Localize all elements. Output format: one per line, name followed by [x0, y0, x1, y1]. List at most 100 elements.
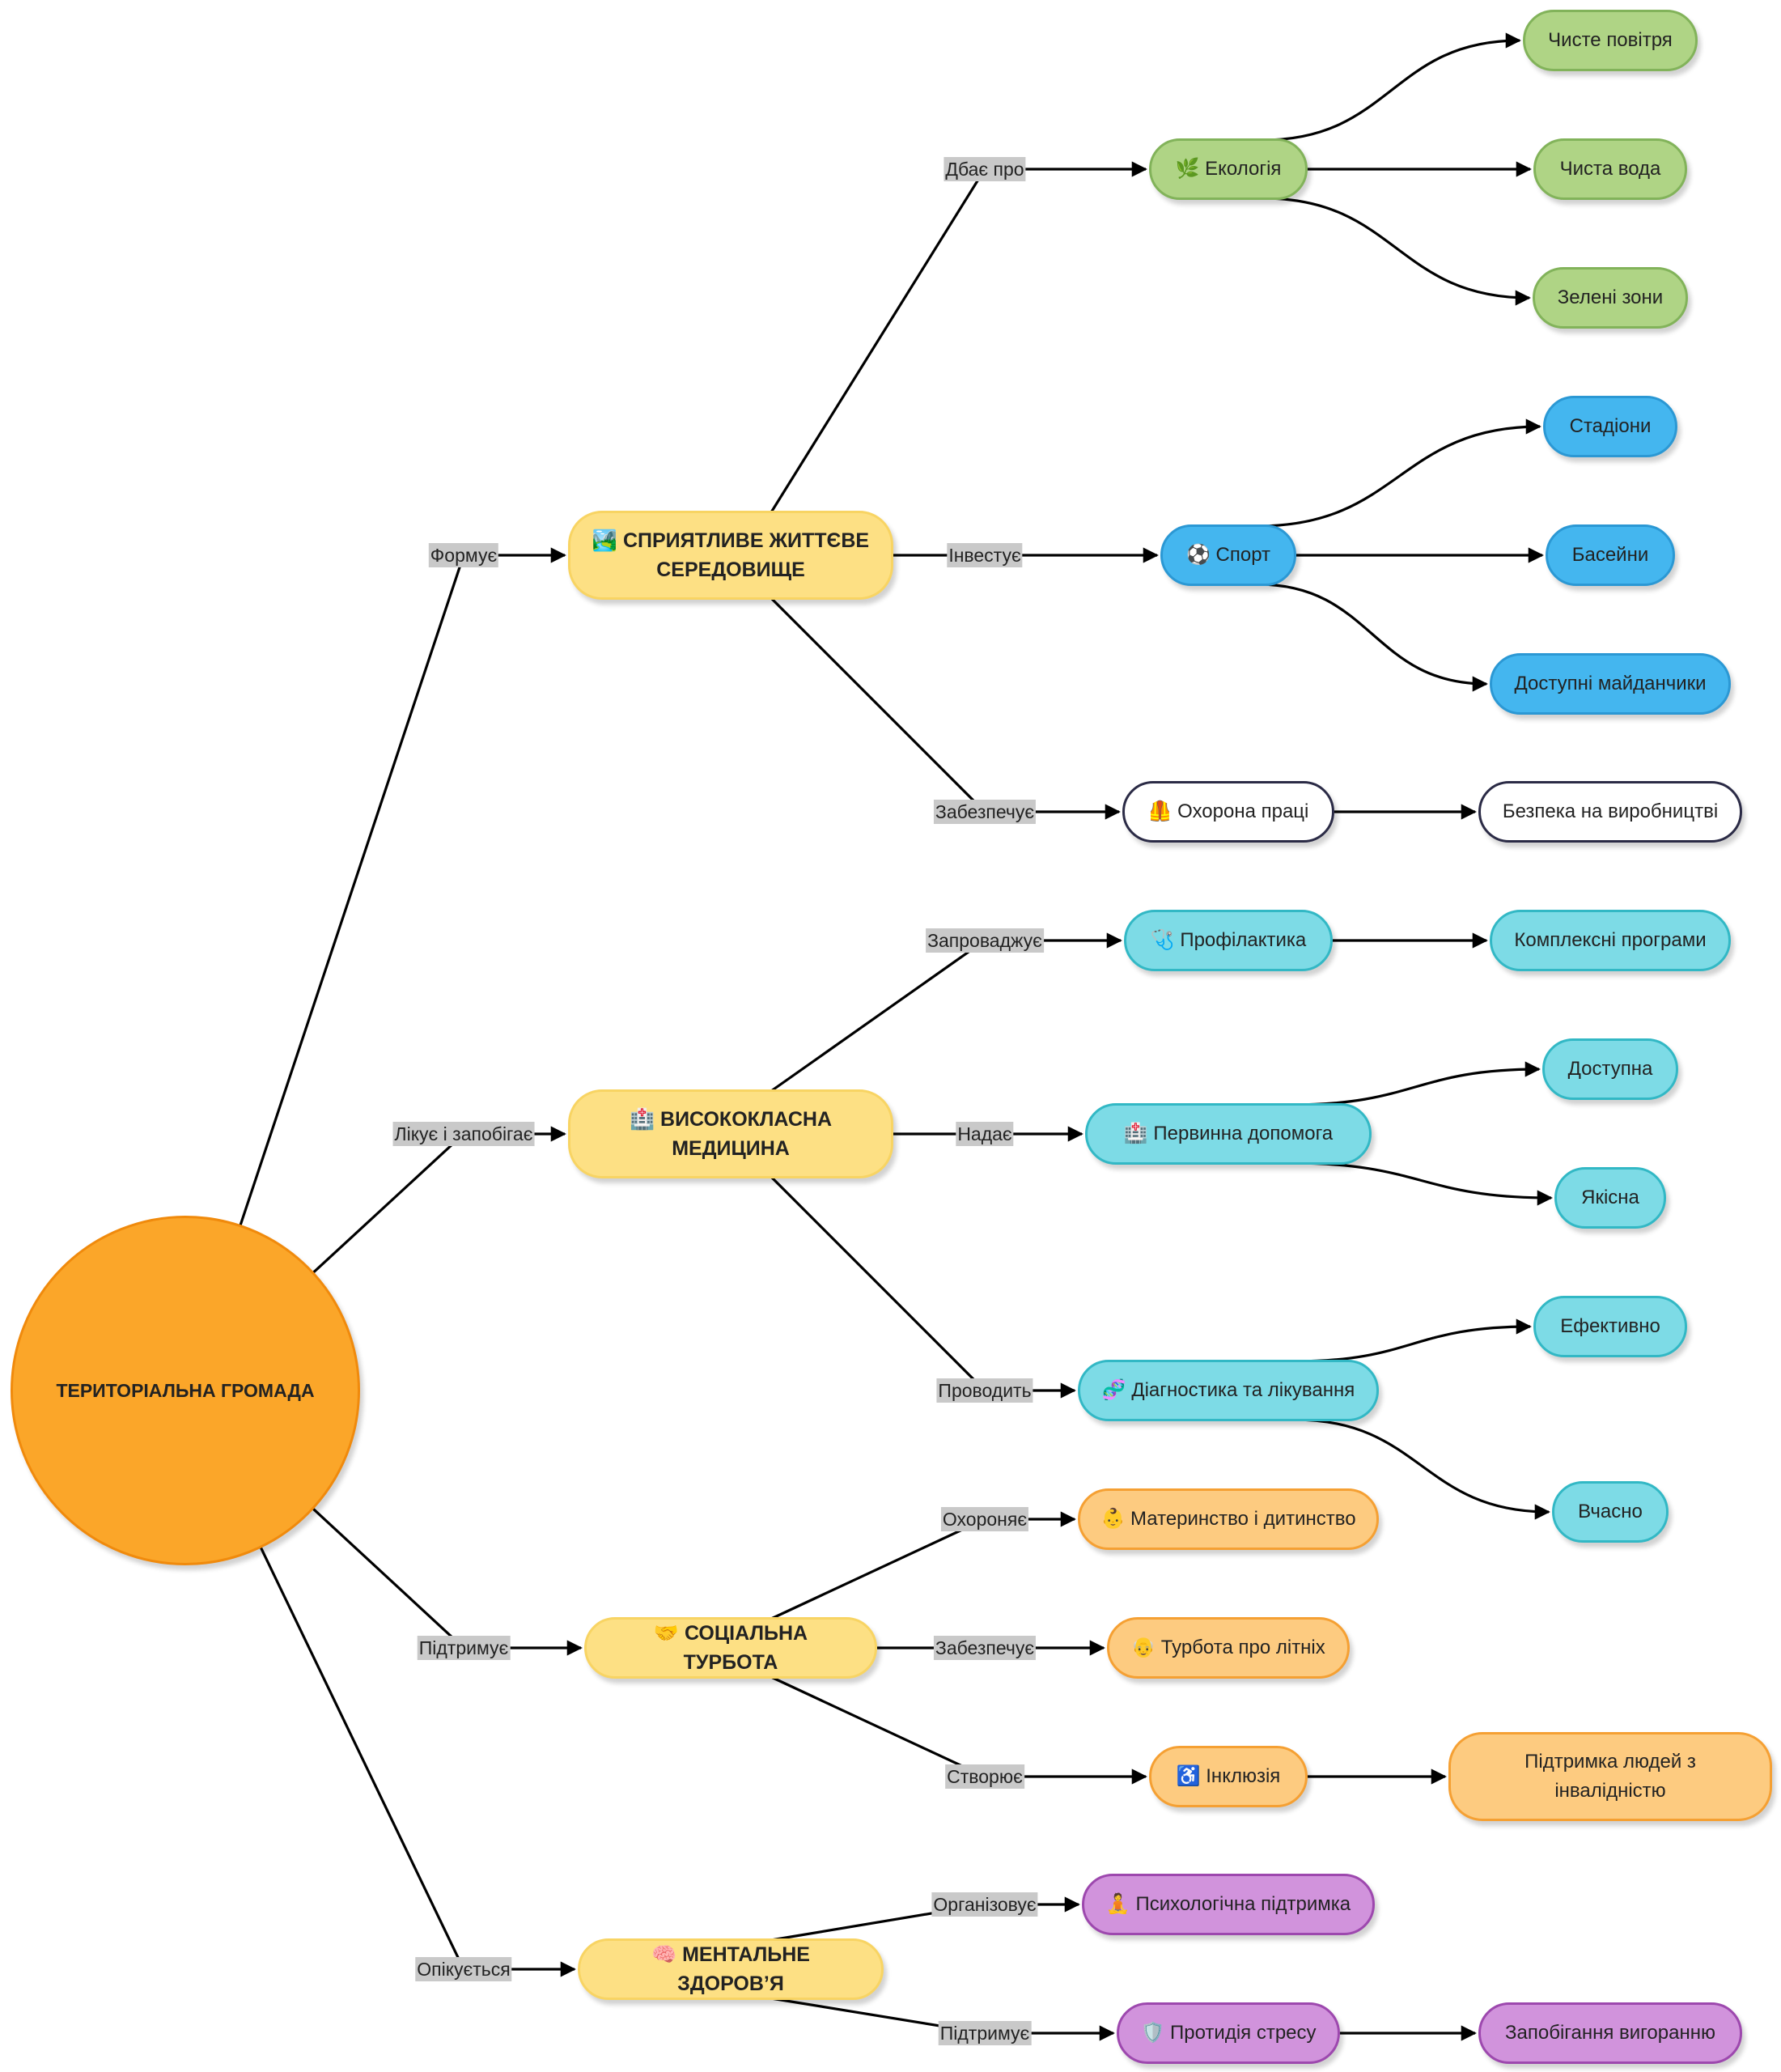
leaf-sport-0[interactable]: Стадіони	[1543, 396, 1677, 457]
edge-leaf-ecology-0	[1263, 32, 1521, 142]
leaf-ecology-2-text: Зелені зони	[1558, 283, 1663, 312]
edge-label-mental: Опікується	[415, 1957, 512, 1981]
leaf-ecology-1-text: Чиста вода	[1560, 155, 1661, 184]
category-med-icon: 🏥	[629, 1108, 661, 1131]
edge-leaf-primary-1	[1291, 1161, 1553, 1206]
edge-label-sport: Інвестує	[947, 543, 1023, 567]
node-prevention-label: Профілактика	[1180, 929, 1307, 951]
leaf-stress-0[interactable]: Запобігання вигоранню	[1478, 2002, 1742, 2064]
leaf-labor-0-label: Безпека на виробництві	[1502, 800, 1719, 822]
edge-prevention	[770, 932, 1122, 1093]
node-psych[interactable]: 🧘 Психологічна підтримка	[1082, 1874, 1375, 1935]
category-mental[interactable]: 🧠 МЕНТАЛЬНЕ ЗДОРОВ’Я	[578, 1938, 884, 2000]
node-inclusion[interactable]: ♿ Інклюзія	[1149, 1746, 1308, 1807]
node-primary[interactable]: 🏥 Первинна допомога	[1085, 1103, 1372, 1165]
node-sport[interactable]: ⚽ Спорт	[1160, 524, 1296, 586]
category-social[interactable]: 🤝 СОЦІАЛЬНА ТУРБОТА	[584, 1617, 877, 1679]
node-mother[interactable]: 👶 Материнство і дитинство	[1078, 1488, 1379, 1550]
node-ecology[interactable]: 🌿 Екологія	[1149, 138, 1308, 200]
category-mental-icon: 🧠	[651, 1943, 683, 1966]
node-ecology-icon: 🌿	[1175, 158, 1206, 180]
edge-root-social	[310, 1505, 583, 1656]
node-prevention-text: 🩺 Профілактика	[1151, 926, 1306, 955]
category-social-icon: 🤝	[653, 1622, 685, 1645]
edge-label-inclusion: Створює	[945, 1764, 1024, 1789]
category-env[interactable]: 🏞️ СПРИЯТЛИВЕ ЖИТТЄВЕ СЕРЕДОВИЩЕ	[568, 511, 893, 600]
leaf-ecology-0-label: Чисте повітря	[1548, 29, 1673, 51]
leaf-prevention-0-text: Комплексні програми	[1514, 926, 1706, 955]
node-primary-icon: 🏥	[1123, 1123, 1154, 1144]
leaf-diag-0-label: Ефективно	[1560, 1315, 1660, 1337]
leaf-inclusion-0[interactable]: Підтримка людей з інвалідністю	[1448, 1732, 1772, 1821]
leaf-prevention-0[interactable]: Комплексні програми	[1490, 910, 1731, 971]
edge-inclusion	[770, 1675, 1147, 1785]
edge-leaf-diag-1	[1294, 1418, 1550, 1520]
edge-label-labor: Забезпечує	[933, 800, 1037, 824]
node-stress[interactable]: 🛡️ Протидія стресу	[1117, 2002, 1340, 2064]
category-med-text: 🏥 ВИСОКОКЛАСНА МЕДИЦИНА	[590, 1105, 871, 1163]
node-stress-icon: 🛡️	[1140, 2022, 1171, 2044]
node-elderly-text: 👴 Турбота про літніх	[1131, 1633, 1325, 1662]
node-elderly-label: Турбота про літніх	[1160, 1637, 1325, 1658]
node-labor[interactable]: 🦺 Охорона праці	[1122, 781, 1334, 843]
edge-ecology	[770, 161, 1147, 513]
leaf-diag-1[interactable]: Вчасно	[1552, 1481, 1669, 1543]
node-elderly[interactable]: 👴 Турбота про літніх	[1107, 1617, 1350, 1679]
leaf-ecology-2[interactable]: Зелені зони	[1533, 267, 1688, 329]
leaf-prevention-0-label: Комплексні програми	[1514, 929, 1707, 951]
category-env-label: СПРИЯТЛИВЕ ЖИТТЄВЕ СЕРЕДОВИЩЕ	[622, 529, 870, 581]
node-psych-text: 🧘 Психологічна підтримка	[1106, 1890, 1351, 1919]
node-diag-label: Діагностика та лікування	[1131, 1379, 1355, 1401]
edge-root-mental	[258, 1544, 576, 1977]
category-mental-text: 🧠 МЕНТАЛЬНЕ ЗДОРОВ’Я	[600, 1940, 862, 1998]
leaf-ecology-0[interactable]: Чисте повітря	[1523, 10, 1698, 71]
leaf-sport-1[interactable]: Басейни	[1546, 524, 1675, 586]
node-psych-label: Психологічна підтримка	[1135, 1893, 1351, 1915]
leaf-ecology-1[interactable]: Чиста вода	[1533, 138, 1687, 200]
leaf-primary-1-label: Якісна	[1581, 1187, 1639, 1208]
node-mother-icon: 👶	[1100, 1508, 1131, 1530]
node-diag[interactable]: 🧬 Діагностика та лікування	[1078, 1360, 1379, 1421]
node-inclusion-label: Інклюзія	[1206, 1765, 1281, 1787]
edge-label-env: Формує	[428, 543, 499, 567]
node-ecology-text: 🌿 Екологія	[1176, 155, 1282, 184]
leaf-labor-0[interactable]: Безпека на виробництві	[1478, 781, 1742, 843]
leaf-stress-0-label: Запобігання вигоранню	[1505, 2022, 1715, 2044]
node-diag-icon: 🧬	[1101, 1379, 1132, 1401]
node-ecology-label: Екологія	[1205, 158, 1282, 180]
leaf-sport-1-label: Басейни	[1571, 544, 1649, 566]
leaf-stress-0-text: Запобігання вигоранню	[1505, 2019, 1715, 2048]
edge-leaf-diag-0	[1294, 1318, 1532, 1363]
node-inclusion-icon: ♿	[1176, 1765, 1206, 1787]
leaf-primary-0-text: Доступна	[1568, 1055, 1653, 1084]
leaf-labor-0-text: Безпека на виробництві	[1503, 797, 1718, 826]
category-env-text: 🏞️ СПРИЯТЛИВЕ ЖИТТЄВЕ СЕРЕДОВИЩЕ	[590, 526, 871, 584]
edge-leaf-sport-2	[1257, 583, 1488, 692]
leaf-primary-0[interactable]: Доступна	[1542, 1038, 1678, 1100]
leaf-sport-2[interactable]: Доступні майданчики	[1490, 653, 1731, 715]
node-inclusion-text: ♿ Інклюзія	[1177, 1762, 1281, 1791]
node-prevention[interactable]: 🩺 Профілактика	[1124, 910, 1333, 971]
node-labor-label: Охорона праці	[1177, 800, 1309, 822]
node-mother-label: Материнство і дитинство	[1130, 1508, 1356, 1530]
node-elderly-icon: 👴	[1131, 1637, 1161, 1658]
edge-label-social: Підтримує	[417, 1636, 511, 1660]
node-sport-text: ⚽ Спорт	[1186, 541, 1270, 570]
category-med[interactable]: 🏥 ВИСОКОКЛАСНА МЕДИЦИНА	[568, 1089, 893, 1178]
edge-mother	[770, 1511, 1076, 1620]
leaf-ecology-2-label: Зелені зони	[1557, 287, 1664, 308]
leaf-primary-0-label: Доступна	[1567, 1058, 1653, 1080]
leaf-sport-0-label: Стадіони	[1569, 415, 1652, 437]
leaf-primary-1[interactable]: Якісна	[1554, 1167, 1666, 1229]
node-labor-icon: 🦺	[1147, 800, 1178, 822]
edge-label-med: Лікує і запобігає	[392, 1122, 535, 1146]
node-labor-text: 🦺 Охорона праці	[1148, 797, 1309, 826]
leaf-diag-0[interactable]: Ефективно	[1533, 1296, 1687, 1357]
leaf-primary-1-text: Якісна	[1581, 1183, 1639, 1212]
node-primary-text: 🏥 Первинна допомога	[1124, 1119, 1333, 1149]
category-social-text: 🤝 СОЦІАЛЬНА ТУРБОТА	[606, 1619, 855, 1677]
node-sport-icon: ⚽	[1185, 544, 1216, 566]
leaf-diag-1-text: Вчасно	[1578, 1497, 1643, 1526]
edge-labor	[770, 597, 1121, 820]
root-node: ТЕРИТОРІАЛЬНА ГРОМАДА	[11, 1216, 360, 1565]
